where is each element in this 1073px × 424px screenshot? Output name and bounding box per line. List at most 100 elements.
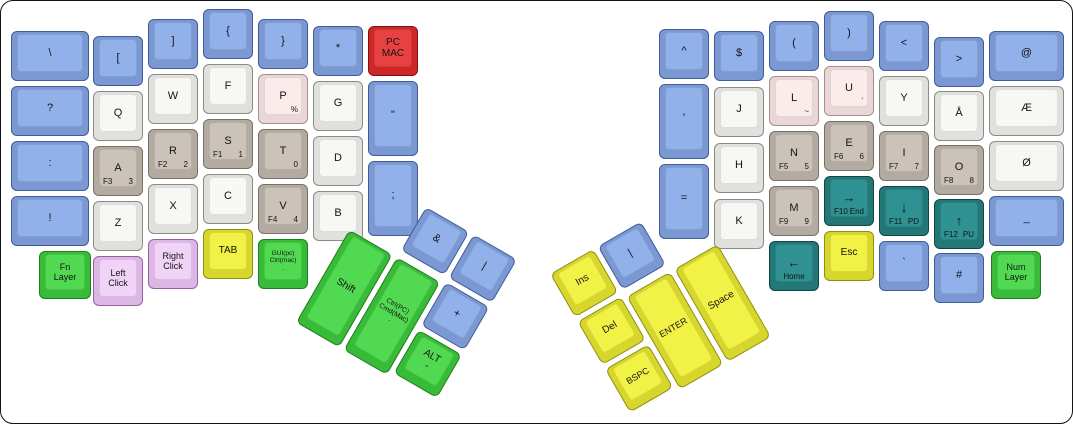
key-right-click[interactable]: Right Click <box>148 239 198 289</box>
key-label-b: B <box>334 206 342 219</box>
key-label-pipe: | <box>480 260 489 272</box>
key-sublabel-t: 0 <box>293 160 298 169</box>
key-arrow-left-home[interactable]: ←Home <box>769 241 819 291</box>
key-k[interactable]: K <box>714 199 764 249</box>
key-label-esc: Esc <box>840 247 858 259</box>
key-lparen[interactable]: ( <box>769 21 819 71</box>
key-h[interactable]: H <box>714 143 764 193</box>
key-d[interactable]: D <box>313 136 363 186</box>
key-label-rbracket: ] <box>171 34 175 47</box>
key-f[interactable]: F <box>203 64 253 114</box>
key-colon[interactable]: : <box>11 141 89 191</box>
key-j[interactable]: J <box>714 87 764 137</box>
key-gt[interactable]: > <box>934 37 984 87</box>
key-caret[interactable]: ^ <box>659 29 709 79</box>
key-ae[interactable]: Æ <box>989 86 1064 136</box>
key-label-q: Q <box>113 106 123 119</box>
key-label-underscore: _ <box>1023 211 1030 224</box>
key-label-m: M <box>789 201 799 214</box>
key-gui-ctrl[interactable]: GUI(pc) Ctrl(mac) . <box>258 239 308 289</box>
key-label-alt-minus: ALT - <box>421 347 443 372</box>
key-dquote[interactable]: " <box>368 81 418 156</box>
key-rparen[interactable]: ) <box>824 11 874 61</box>
key-num-layer[interactable]: Num Layer <box>991 251 1041 299</box>
key-label-a: A <box>114 161 122 174</box>
key-equals[interactable]: = <box>659 164 709 239</box>
key-asterisk[interactable]: * <box>313 26 363 76</box>
key-quote[interactable]: ' <box>659 84 709 159</box>
key-oslash[interactable]: Ø <box>989 141 1064 191</box>
key-label-r: R <box>169 144 177 157</box>
key-label-u: U <box>845 81 853 94</box>
key-label-d: D <box>334 151 342 164</box>
key-p[interactable]: P% <box>258 74 308 124</box>
key-hash[interactable]: # <box>934 253 984 303</box>
key-lbracket[interactable]: [ <box>93 36 143 86</box>
key-semicolon[interactable]: ; <box>368 161 418 236</box>
key-dollar[interactable]: $ <box>714 31 764 81</box>
key-sublabel-p: % <box>290 105 298 114</box>
key-label-arrow-up-f12-pu: ↑ <box>955 212 963 228</box>
key-u[interactable]: U´ <box>824 66 874 116</box>
key-label-n: N <box>790 146 798 159</box>
key-lbrace[interactable]: { <box>203 9 253 59</box>
key-rbracket[interactable]: ] <box>148 19 198 69</box>
key-backslash[interactable]: \ <box>11 31 89 81</box>
key-at[interactable]: @ <box>989 31 1064 81</box>
key-label-plus: + <box>451 306 463 321</box>
key-c[interactable]: C <box>203 174 253 224</box>
key-fn-layer[interactable]: Fn Layer <box>39 251 91 299</box>
key-question[interactable]: ? <box>11 86 89 136</box>
key-label-space: Space <box>706 288 737 313</box>
key-tab[interactable]: TAB <box>203 229 253 279</box>
key-label-ins: Ins <box>574 272 592 289</box>
key-label-oslash: Ø <box>1022 156 1031 169</box>
key-label-exclam: ! <box>48 211 52 224</box>
key-esc[interactable]: Esc <box>824 231 874 281</box>
key-y[interactable]: Y <box>879 76 929 126</box>
key-aring[interactable]: Å <box>934 91 984 141</box>
key-exclam[interactable]: ! <box>11 196 89 246</box>
key-pc-mac[interactable]: PC MAC <box>368 26 418 76</box>
key-label-gui-ctrl: GUI(pc) Ctrl(mac) . <box>269 250 297 272</box>
key-label-arrow-left-home: ← <box>787 254 801 270</box>
key-underscore[interactable]: _ <box>989 196 1064 246</box>
key-rbrace[interactable]: } <box>258 19 308 69</box>
key-q[interactable]: Q <box>93 91 143 141</box>
key-label-z: Z <box>114 216 122 229</box>
key-label-fn-layer: Fn Layer <box>53 261 77 282</box>
key-label-equals: = <box>680 192 688 205</box>
key-g[interactable]: G <box>313 81 363 131</box>
key-backtick[interactable]: ` <box>879 241 929 291</box>
key-label-lbracket: [ <box>116 51 120 64</box>
key-w[interactable]: W <box>148 74 198 124</box>
key-label-e: E <box>845 136 853 149</box>
key-z[interactable]: Z <box>93 201 143 251</box>
key-label-pc-mac: PC MAC <box>381 36 405 59</box>
key-l[interactable]: L~ <box>769 76 819 126</box>
key-label-hash: # <box>955 268 963 281</box>
key-lt[interactable]: < <box>879 21 929 71</box>
key-label-lparen: ( <box>792 36 796 49</box>
key-x[interactable]: X <box>148 184 198 234</box>
key-label-rbrace: } <box>281 34 285 47</box>
key-left-click[interactable]: Left Click <box>93 256 143 306</box>
